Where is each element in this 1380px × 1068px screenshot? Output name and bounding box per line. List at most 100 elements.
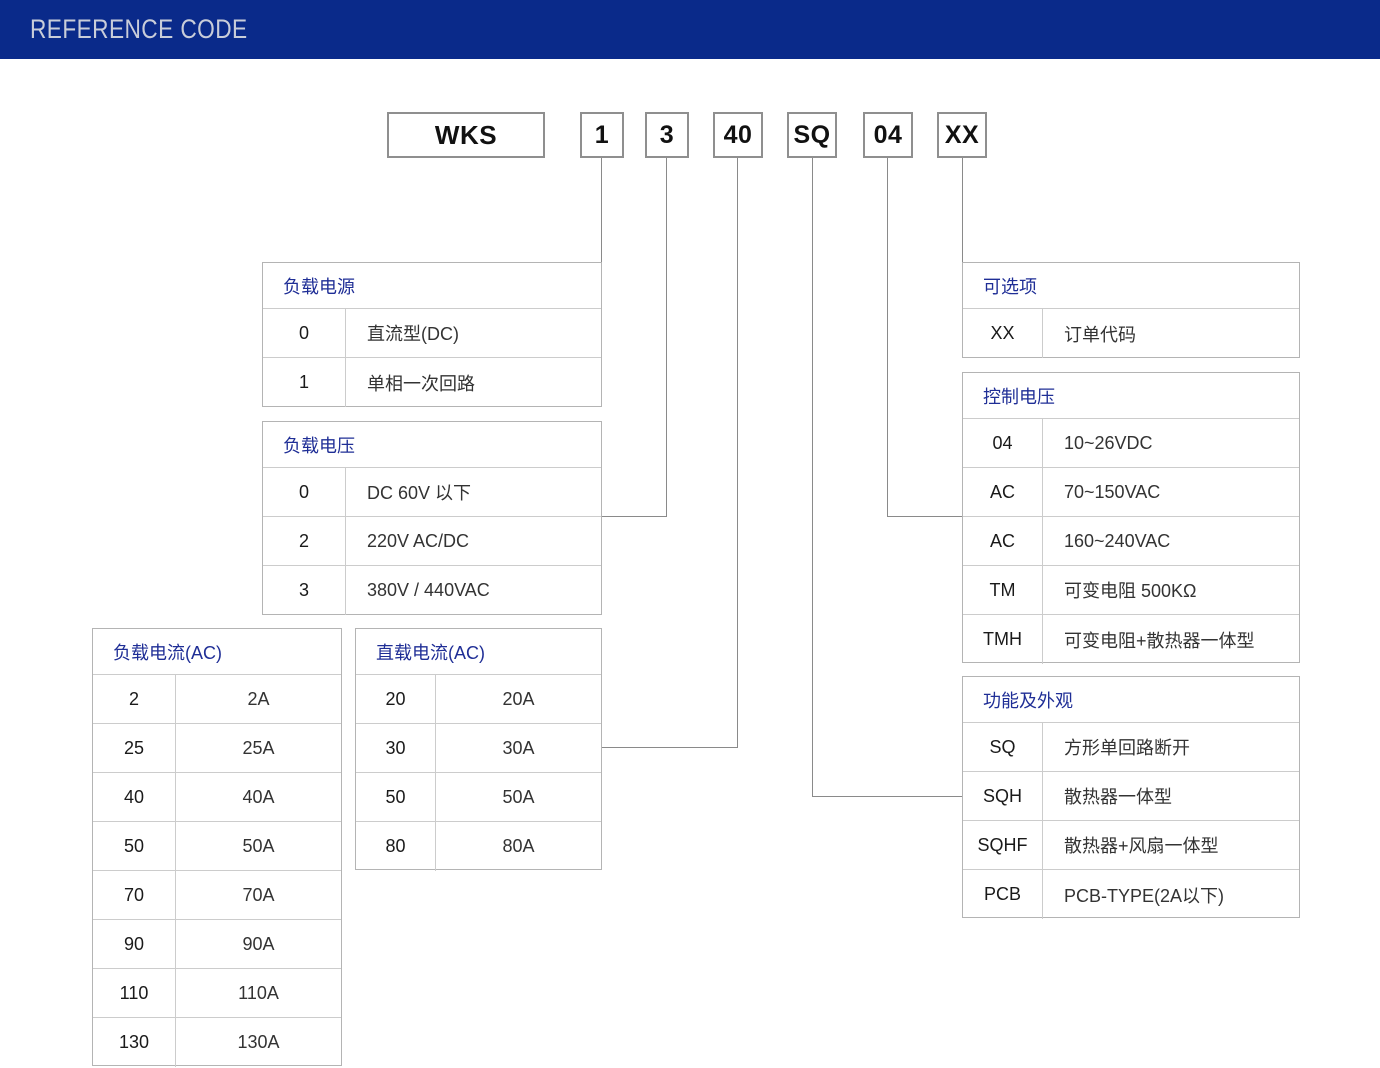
table-row: 130 130A	[93, 1018, 341, 1067]
table-row: 70 70A	[93, 871, 341, 920]
code-cell: 80	[356, 822, 436, 871]
code-cell: 90	[93, 920, 176, 968]
code-cell: 70	[93, 871, 176, 919]
desc-cell: 40A	[242, 786, 275, 807]
code-cell: 2	[93, 675, 176, 723]
connector-load-voltage-horizontal	[601, 516, 667, 517]
desc-cell: 90A	[242, 933, 275, 954]
section-banner: REFERENCE CODE	[0, 0, 1380, 59]
table-row: 50 50A	[93, 822, 341, 871]
code-box-load-current: 40	[713, 112, 763, 158]
table-direct-current-ac: 直载电流(AC)20 20A 30 30A 50 50A 80 80A	[355, 628, 602, 871]
desc-cell: 20A	[502, 688, 535, 709]
desc-cell: 25A	[242, 737, 275, 758]
table-row: 20 20A	[356, 675, 601, 724]
code-cell: SQ	[963, 723, 1043, 771]
desc-cell: 130A	[237, 1032, 280, 1052]
table-row: 2 2A	[93, 675, 341, 724]
code-cell: PCB	[963, 870, 1043, 919]
code-box-function: SQ	[787, 112, 837, 158]
desc-cell: 方形单回路断开	[1064, 738, 1190, 758]
table-row: 25 25A	[93, 724, 341, 773]
table-row: SQ 方形单回路断开	[963, 723, 1299, 772]
code-cell: SQHF	[963, 821, 1043, 869]
code-cell: 50	[356, 773, 436, 821]
desc-cell: 2A	[247, 688, 270, 709]
code-cell: 20	[356, 675, 436, 723]
code-box-options: XX	[937, 112, 987, 158]
connector-load-current-vertical	[737, 158, 738, 748]
table-row: 110 110A	[93, 969, 341, 1018]
desc-cell: 70A	[242, 884, 275, 905]
section-title: REFERENCE CODE	[30, 14, 248, 44]
table-row: 40 40A	[93, 773, 341, 822]
connector-function-horizontal	[812, 796, 962, 797]
table-row: 2 220V AC/DC	[263, 517, 601, 566]
code-cell: 04	[963, 419, 1043, 467]
desc-cell: 可变电阻+散热器一体型	[1064, 630, 1255, 651]
desc-cell: 50A	[502, 786, 535, 807]
table-row: 80 80A	[356, 822, 601, 871]
desc-cell: 散热器+风扇一体型	[1064, 836, 1219, 856]
code-box-load-voltage: 3	[645, 112, 689, 158]
desc-cell: 70~150VAC	[1064, 481, 1161, 502]
code-cell: 0	[263, 468, 346, 516]
code-box-model: WKS	[387, 112, 545, 158]
code-box-control-voltage: 04	[863, 112, 913, 158]
code-cell: 1	[263, 358, 346, 407]
desc-cell: 110A	[238, 982, 279, 1003]
table-title: 直载电流(AC)	[356, 629, 601, 675]
connector-load-voltage-vertical	[666, 158, 667, 517]
connector-load-current-horizontal	[601, 747, 738, 748]
desc-cell: 380V / 440VAC	[367, 580, 490, 600]
desc-cell: 50A	[242, 835, 275, 856]
table-row: 0 DC 60V 以下	[263, 468, 601, 517]
code-cell: SQH	[963, 772, 1043, 820]
code-cell: 130	[93, 1018, 176, 1067]
table-row: XX 订单代码	[963, 309, 1299, 358]
desc-cell: 10~26VDC	[1064, 432, 1153, 453]
desc-cell: DC 60V 以下	[367, 483, 472, 503]
table-row: PCB PCB-TYPE(2A以下)	[963, 870, 1299, 919]
desc-cell: 订单代码	[1064, 324, 1136, 345]
code-cell: XX	[963, 309, 1043, 358]
desc-cell: 220V AC/DC	[367, 530, 470, 551]
table-row: 30 30A	[356, 724, 601, 773]
table-row: TM 可变电阻 500KΩ	[963, 566, 1299, 615]
connector-function-vertical	[812, 158, 813, 797]
desc-cell: 可变电阻 500KΩ	[1064, 581, 1197, 601]
table-row: 04 10~26VDC	[963, 419, 1299, 468]
table-row: 50 50A	[356, 773, 601, 822]
code-cell: 0	[263, 309, 346, 357]
desc-cell: 80A	[502, 836, 535, 856]
code-cell: 40	[93, 773, 176, 821]
table-title: 负载电流(AC)	[93, 629, 341, 675]
table-title: 负载电压	[263, 422, 601, 468]
table-title: 功能及外观	[963, 677, 1299, 723]
code-cell: 25	[93, 724, 176, 772]
code-cell: TM	[963, 566, 1043, 614]
code-cell: 2	[263, 517, 346, 565]
desc-cell: 160~240VAC	[1064, 530, 1171, 551]
table-row: SQHF 散热器+风扇一体型	[963, 821, 1299, 870]
code-cell: 30	[356, 724, 436, 772]
table-title: 负载电源	[263, 263, 601, 309]
table-title: 控制电压	[963, 373, 1299, 419]
desc-cell: 30A	[502, 737, 535, 758]
code-cell: 110	[93, 969, 176, 1017]
desc-cell: PCB-TYPE(2A以下)	[1064, 885, 1225, 906]
code-cell: 50	[93, 822, 176, 870]
table-row: 90 90A	[93, 920, 341, 969]
